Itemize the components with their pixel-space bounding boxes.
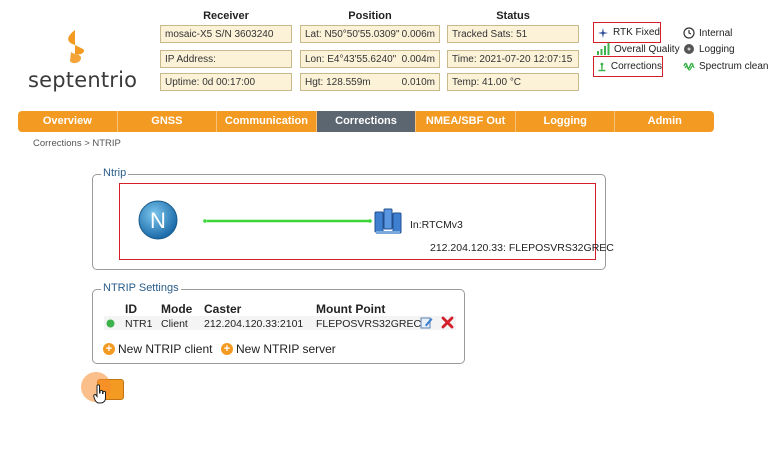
ntrip-settings-legend: NTRIP Settings xyxy=(101,282,181,294)
internal-indicator[interactable]: Internal xyxy=(683,27,732,39)
hgt-label: Hgt: 128.559m xyxy=(305,77,371,88)
breadcrumb: Corrections > NTRIP xyxy=(33,138,121,149)
clock-icon xyxy=(683,27,695,39)
nav-logging[interactable]: Logging xyxy=(516,111,616,132)
plus-icon: + xyxy=(103,343,115,355)
receiver-ip: IP Address: xyxy=(160,50,292,68)
row-mode: Client xyxy=(161,318,188,330)
ntrip-settings-panel xyxy=(92,289,465,364)
table-row[interactable] xyxy=(104,316,456,330)
logo-text: septentrio xyxy=(28,68,138,92)
col-mode-header: Mode xyxy=(161,302,193,316)
receiver-serial: mosaic-X5 S/N 3603240 xyxy=(160,25,292,43)
position-lat: Lat: N50°50'55.0309" 0.006m xyxy=(300,25,440,43)
nav-overview[interactable]: Overview xyxy=(18,111,118,132)
nav-communication[interactable]: Communication xyxy=(217,111,317,132)
lat-precision: 0.006m xyxy=(401,29,435,40)
overall-quality-indicator[interactable]: Overall Quality xyxy=(596,43,680,55)
antenna-icon xyxy=(598,62,606,71)
spectrum-clean-label: Spectrum clean xyxy=(699,60,768,72)
ntrip-legend: Ntrip xyxy=(101,167,129,179)
overall-quality-label: Overall Quality xyxy=(614,43,680,55)
status-temp: Temp: 41.00 °C xyxy=(447,73,579,91)
position-hgt: Hgt: 128.559m 0.010m xyxy=(300,73,440,91)
spectrum-wave-icon xyxy=(683,62,695,71)
lon-label: Lon: E4°43'55.6240" xyxy=(305,54,397,65)
position-column-title: Position xyxy=(348,10,392,22)
hand-cursor-icon xyxy=(93,384,106,404)
main-nav: Overview GNSS Communication Corrections … xyxy=(18,111,714,132)
new-ntrip-server-label: New NTRIP server xyxy=(236,342,336,356)
delete-icon[interactable] xyxy=(441,316,454,329)
ntrip-caster-icon[interactable]: N xyxy=(137,199,179,241)
stream-format-label: In:RTCMv3 xyxy=(410,219,463,231)
corrections-label: Corrections xyxy=(610,61,662,72)
new-ntrip-server-button[interactable]: + New NTRIP server xyxy=(221,342,336,356)
edit-icon[interactable] xyxy=(420,316,433,329)
internal-label: Internal xyxy=(699,27,733,39)
row-caster: 212.204.120.33:2101 xyxy=(204,318,304,330)
rtk-fixed-indicator[interactable]: RTK Fixed xyxy=(593,22,661,43)
position-lon: Lon: E4°43'55.6240" 0.004m xyxy=(300,50,440,68)
hgt-precision: 0.010m xyxy=(401,77,435,88)
svg-text:N: N xyxy=(150,208,166,233)
status-tracked-sats: Tracked Sats: 51 xyxy=(447,25,579,43)
col-mount-header: Mount Point xyxy=(316,302,386,316)
nav-gnss[interactable]: GNSS xyxy=(118,111,218,132)
status-time: Time: 2021-07-20 12:07:15 xyxy=(447,50,579,68)
row-id: NTR1 xyxy=(125,318,153,330)
caster-mount-label: 212.204.120.33: FLEPOSVRS32GREC xyxy=(430,242,614,254)
logging-indicator[interactable]: Logging xyxy=(683,43,735,55)
status-column-title: Status xyxy=(496,10,530,22)
lon-precision: 0.004m xyxy=(401,54,435,65)
nav-nmea-sbf-out[interactable]: NMEA/SBF Out xyxy=(416,111,516,132)
spectrum-indicator[interactable]: Spectrum clean xyxy=(683,60,768,72)
ntrip-diagram xyxy=(119,183,596,260)
receiver-servers-icon[interactable] xyxy=(373,208,403,236)
receiver-uptime: Uptime: 0d 00:17:00 xyxy=(160,73,292,91)
ntrip-panel xyxy=(92,174,606,270)
receiver-column-title: Receiver xyxy=(203,10,249,22)
col-caster-header: Caster xyxy=(204,302,242,316)
connection-line xyxy=(203,219,372,223)
new-ntrip-client-button[interactable]: + New NTRIP client xyxy=(103,342,212,356)
nav-corrections[interactable]: Corrections xyxy=(316,111,417,132)
rtk-fixed-label: RTK Fixed xyxy=(612,27,660,38)
row-mount: FLEPOSVRS32GREC xyxy=(316,318,422,330)
disk-icon xyxy=(684,44,694,54)
nav-admin[interactable]: Admin xyxy=(647,115,682,127)
logging-label: Logging xyxy=(699,43,735,55)
satellite-icon xyxy=(597,27,609,38)
plus-icon: + xyxy=(221,343,233,355)
lat-label: Lat: N50°50'55.0309" xyxy=(305,29,400,40)
status-dot-icon xyxy=(106,319,115,328)
corrections-indicator[interactable]: Corrections xyxy=(593,56,663,77)
col-id-header: ID xyxy=(125,302,137,316)
septentrio-logo-icon xyxy=(68,30,85,64)
new-ntrip-client-label: New NTRIP client xyxy=(118,342,213,356)
signal-bars-icon xyxy=(597,43,610,55)
